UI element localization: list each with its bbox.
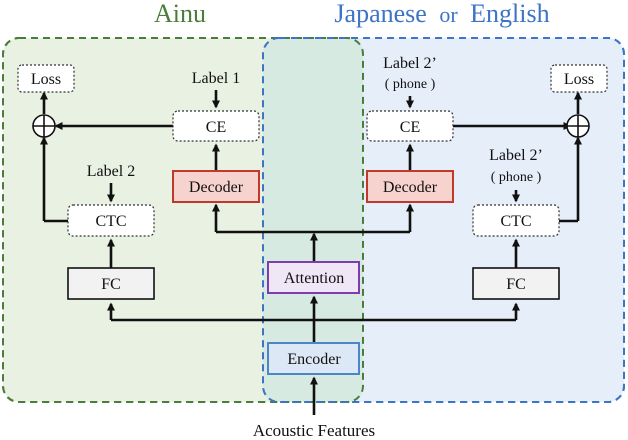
left-label1: Label 1 bbox=[192, 70, 240, 87]
attention-label: Attention bbox=[284, 270, 344, 287]
title-word-english: English bbox=[470, 0, 549, 28]
right-fc-node: FC bbox=[472, 267, 560, 300]
right-ce-label: CE bbox=[400, 119, 420, 136]
right-fc-label: FC bbox=[506, 276, 526, 293]
right-decoder-node: Decoder bbox=[366, 170, 454, 203]
left-ctc-label: CTC bbox=[95, 213, 126, 230]
left-decoder-node: Decoder bbox=[172, 170, 260, 203]
left-fc-node: FC bbox=[67, 267, 155, 300]
left-ctc-node: CTC bbox=[67, 204, 155, 237]
left-loss-label: Loss bbox=[31, 71, 61, 88]
left-decoder-label: Decoder bbox=[189, 179, 244, 196]
right-loss-node: Loss bbox=[550, 64, 608, 93]
right-sum-node bbox=[566, 114, 590, 138]
right-ce-label-line2: ( phone ) bbox=[385, 77, 436, 92]
left-fc-label: FC bbox=[101, 276, 121, 293]
title-japanese-or-english: Japanese or English bbox=[334, 0, 549, 28]
left-ce-node: CE bbox=[172, 110, 260, 142]
left-loss-node: Loss bbox=[17, 64, 75, 93]
title-ainu: Ainu bbox=[154, 0, 206, 28]
left-sum-node bbox=[32, 114, 56, 138]
title-word-or: or bbox=[439, 2, 458, 27]
left-ce-label: CE bbox=[206, 119, 226, 136]
encoder-label: Encoder bbox=[287, 351, 341, 368]
acoustic-features-label: Acoustic Features bbox=[253, 421, 375, 440]
right-loss-label: Loss bbox=[564, 71, 594, 88]
right-ctc-label-line1: Label 2’ bbox=[489, 147, 543, 164]
right-ctc-label: CTC bbox=[500, 213, 531, 230]
left-label2: Label 2 bbox=[87, 163, 135, 180]
title-word-japanese: Japanese bbox=[334, 0, 426, 28]
encoder-node: Encoder bbox=[267, 342, 360, 375]
right-ctc-label-line2: ( phone ) bbox=[491, 170, 542, 185]
right-ce-node: CE bbox=[366, 110, 454, 142]
right-ce-label-line1: Label 2’ bbox=[383, 55, 437, 72]
right-decoder-label: Decoder bbox=[383, 179, 438, 196]
shared-overlap-region bbox=[263, 38, 363, 402]
attention-node: Attention bbox=[267, 261, 360, 294]
right-ctc-node: CTC bbox=[472, 204, 560, 237]
